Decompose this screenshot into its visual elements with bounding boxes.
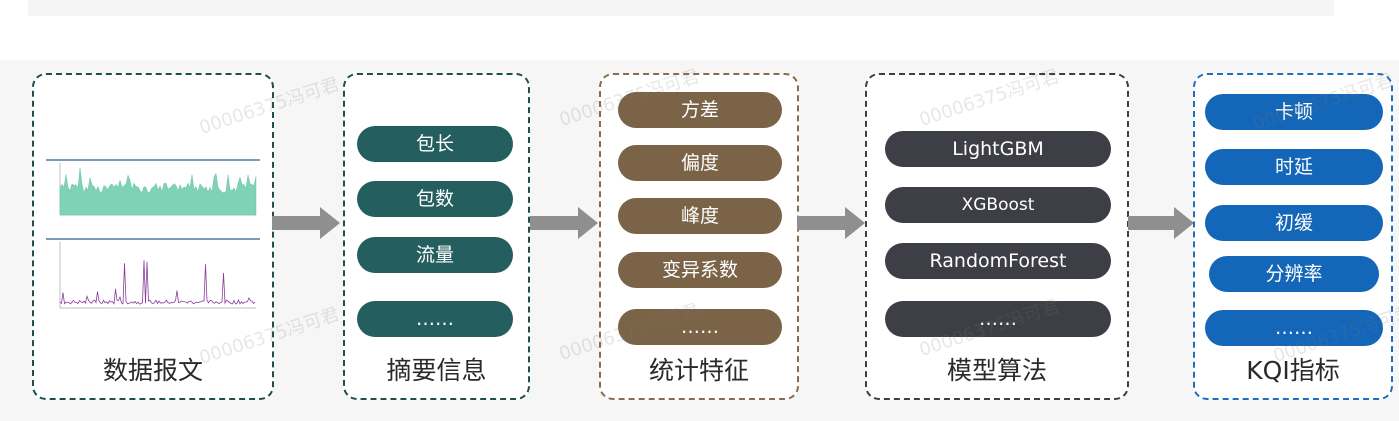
summary-item: 包数 (357, 181, 513, 217)
kqi-item: 时延 (1205, 149, 1383, 185)
packet-chart-top (46, 159, 260, 221)
stage-title-kqi: KQI指标 (1246, 356, 1340, 385)
green-traffic-chart (59, 163, 257, 216)
purple-traffic-line (59, 260, 256, 305)
arrow-right-icon (530, 207, 598, 239)
kqi-item: 初缓 (1205, 205, 1383, 241)
model-item: RandomForest (885, 243, 1111, 279)
summary-item: 包长 (357, 126, 513, 162)
stage-box-raw-data: 数据报文 (32, 73, 274, 400)
stage-title-summary: 摘要信息 (386, 356, 487, 385)
stats-item: …… (618, 309, 782, 345)
stage-box-model: LightGBM XGBoost RandomForest …… 模型算法 (865, 73, 1129, 400)
kqi-item: 卡顿 (1205, 94, 1383, 130)
stage-title-raw-data: 数据报文 (102, 356, 203, 385)
model-item: LightGBM (885, 131, 1111, 167)
kqi-item: …… (1205, 310, 1383, 346)
kqi-item: 分辨率 (1209, 256, 1379, 292)
green-traffic-area (59, 167, 257, 216)
arrow-right-icon (272, 207, 340, 239)
model-item: XGBoost (885, 187, 1111, 223)
summary-item: …… (357, 301, 513, 337)
purple-traffic-chart (59, 242, 256, 309)
stage-title-model: 模型算法 (946, 356, 1047, 385)
arrow-right-icon (797, 207, 865, 239)
stage-box-statistics: 方差 偏度 峰度 变异系数 …… 统计特征 (599, 73, 799, 400)
model-item: …… (885, 301, 1111, 337)
packet-chart-bottom (46, 238, 260, 314)
stats-item: 偏度 (618, 145, 782, 181)
stage-title-statistics: 统计特征 (648, 356, 749, 385)
top-band (28, 0, 1334, 16)
stage-box-summary: 包长 包数 流量 …… 摘要信息 (343, 73, 530, 400)
summary-item: 流量 (357, 237, 513, 273)
stats-item: 方差 (618, 92, 782, 128)
stats-item: 变异系数 (618, 252, 782, 288)
stats-item: 峰度 (618, 198, 782, 234)
arrow-right-icon (1128, 207, 1194, 239)
stage-box-kqi: 卡顿 时延 初缓 分辨率 …… KQI指标 (1193, 73, 1393, 400)
